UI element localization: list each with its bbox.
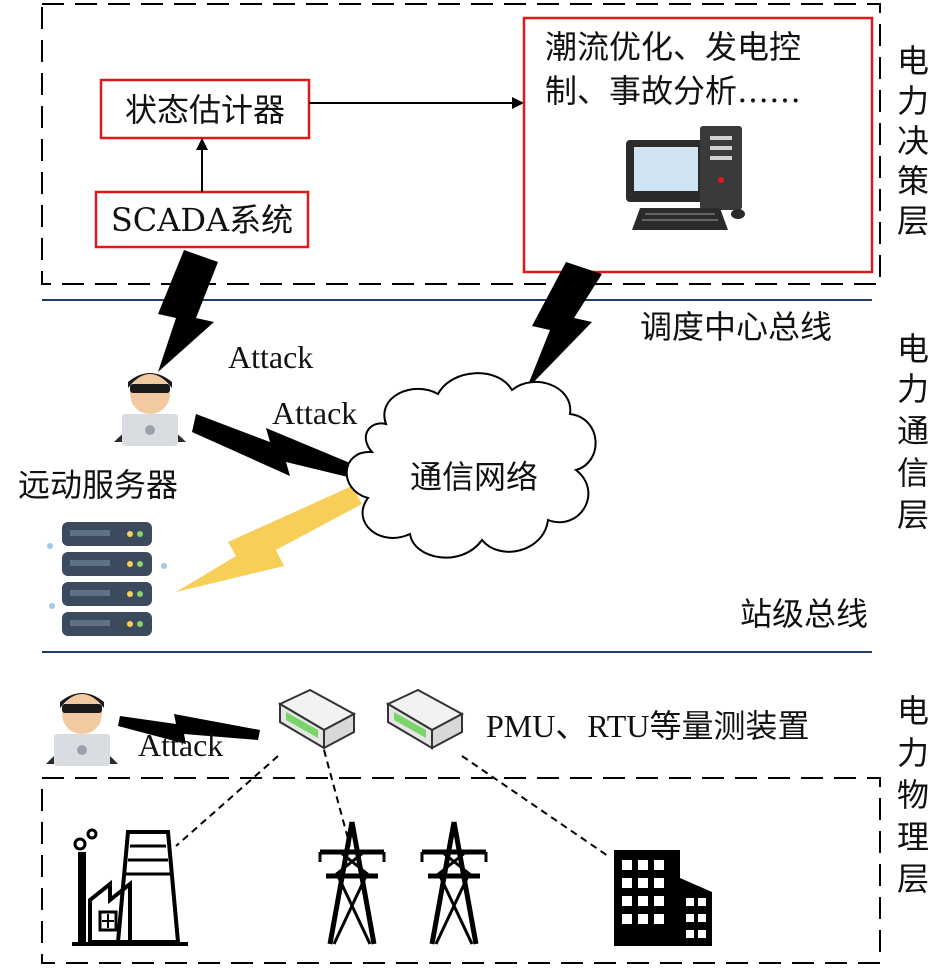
measurement-device-icon [277, 688, 357, 750]
state-estimator-node: 状态估计器 [99, 78, 311, 140]
hacker-network-attack-bolt [192, 414, 362, 478]
device-attack-bolt [118, 714, 260, 744]
power-plant-icon [72, 828, 188, 946]
state-estimator-label: 状态估计器 [125, 91, 285, 129]
physical-layer-char-4: 理 [897, 818, 929, 856]
communication-layer-char-4: 信 [897, 454, 929, 492]
apps-link-bolt [526, 262, 602, 390]
physical-layer-char-2: 力 [897, 734, 929, 772]
scada-node: SCADA系统 [94, 190, 310, 249]
scada-label: SCADA系统 [111, 201, 293, 239]
telecontrol-server-label: 远动服务器 [18, 466, 178, 504]
applications-label-line1: 潮流优化、发电控 [545, 28, 801, 66]
pmu-rtu-label: PMU、RTU等量测装置 [486, 708, 809, 744]
communication-network-cloud: 通信网络 [345, 372, 597, 559]
communication-layer-char-2: 力 [897, 370, 929, 408]
server-network-link-bolt [176, 486, 362, 592]
physical-layer-label: 电 力 物 理 层 [897, 692, 929, 898]
attack-label-3: Attack [138, 727, 223, 763]
decision-layer-label: 电 力 决 策 层 [897, 42, 929, 240]
physical-layer-boundary [41, 777, 881, 964]
applications-label-line2: 制、事故分析…… [545, 72, 801, 110]
attack-label-2: Attack [272, 395, 357, 431]
communication-layer-char-3: 通 [897, 412, 929, 450]
attack-label-1: Attack [228, 339, 313, 375]
transmission-tower-icon-2 [420, 821, 488, 945]
physical-layer-char-1: 电 [897, 692, 929, 730]
desktop-computer-icon [626, 126, 745, 230]
decision-layer-char-4: 策 [897, 162, 929, 200]
measurement-device-icon-2 [385, 688, 465, 750]
hacker-icon-2 [46, 693, 118, 766]
communication-layer-char-5: 层 [897, 496, 929, 534]
device-to-plant-link [175, 755, 279, 847]
office-building-icon [614, 850, 712, 946]
device-to-tower-link [323, 749, 351, 847]
transmission-tower-icon [318, 821, 386, 945]
server-rack-icon [47, 522, 167, 636]
physical-layer-char-3: 物 [897, 776, 929, 814]
device-to-building-link [461, 755, 609, 857]
scada-attack-bolt [158, 250, 218, 372]
communication-layer-label: 电 力 通 信 层 [897, 330, 929, 534]
decision-layer-char-1: 电 [897, 42, 929, 80]
decision-layer-char-2: 力 [897, 82, 929, 120]
decision-layer-boundary [41, 3, 881, 285]
physical-layer-char-5: 层 [897, 860, 929, 898]
station-bus-label: 站级总线 [740, 595, 868, 633]
communication-layer-char-1: 电 [897, 330, 929, 368]
decision-layer-char-3: 决 [897, 122, 929, 160]
communication-network-label: 通信网络 [410, 458, 538, 496]
decision-layer-char-5: 层 [897, 202, 929, 240]
dispatch-bus-label: 调度中心总线 [640, 308, 832, 346]
hacker-icon [114, 373, 186, 446]
